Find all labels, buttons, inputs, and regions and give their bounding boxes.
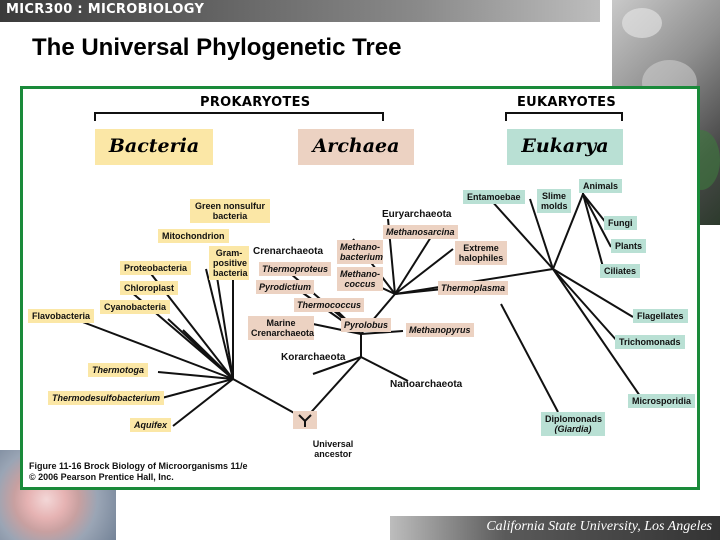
figure-caption: Figure 11-16 Brock Biology of Microorgan… — [29, 461, 248, 483]
tree-branches — [79, 112, 641, 429]
label-ciliates: Ciliates — [600, 264, 641, 278]
label-nanoarchaeota: Nanoarchaeota — [390, 379, 463, 390]
label-entamoebae: Entamoebae — [463, 190, 525, 204]
label-thermococcus: Thermococcus — [294, 298, 365, 312]
label-thermoproteus: Thermoproteus — [259, 262, 332, 276]
label-aquifex: Aquifex — [130, 418, 172, 432]
domain-eukarya: Eukarya — [507, 129, 623, 165]
slide-title: The Universal Phylogenetic Tree — [32, 34, 402, 61]
label-diplomonads-name: Diplomonads — [545, 414, 603, 424]
course-header-bar: MICR300 : MICROBIOLOGY — [0, 0, 600, 22]
label-crenarchaeota: Crenarchaeota — [253, 246, 324, 257]
label-proteobacteria: Proteobacteria — [120, 261, 192, 275]
domain-bacteria: Bacteria — [95, 129, 213, 165]
domain-archaea: Archaea — [298, 129, 414, 165]
label-diplomonads: Diplomonads (Giardia) — [541, 412, 605, 436]
label-gram-positive-bacteria: Gram- positive bacteria — [209, 246, 249, 280]
label-plants: Plants — [611, 239, 647, 253]
label-slime-molds: Slime molds — [537, 189, 571, 213]
eukaryotes-header: EUKARYOTES — [517, 95, 616, 110]
label-giardia: (Giardia) — [554, 424, 592, 434]
label-flagellates: Flagellates — [633, 309, 688, 323]
label-chloroplast: Chloroplast — [120, 281, 179, 295]
label-methanopyrus: Methanopyrus — [406, 323, 474, 337]
label-methanococcus: Methano- coccus — [337, 267, 383, 291]
label-green-nonsulfur-bacteria: Green nonsulfur bacteria — [190, 199, 270, 223]
phylogenetic-tree-figure: PROKARYOTES EUKARYOTES Bacteria Archaea … — [20, 86, 700, 490]
label-flavobacteria: Flavobacteria — [28, 309, 95, 323]
caption-line-2: © 2006 Pearson Prentice Hall, Inc. — [29, 472, 174, 482]
label-marine-crenarchaeota: Marine Crenarchaeota — [248, 316, 314, 340]
course-title: MICR300 : MICROBIOLOGY — [6, 2, 205, 17]
university-name: California State University, Los Angeles — [486, 519, 712, 534]
prokaryotes-header: PROKARYOTES — [200, 95, 311, 110]
label-methanosarcina: Methanosarcina — [383, 225, 458, 239]
label-thermodesulfobacterium: Thermodesulfobacterium — [48, 391, 165, 405]
label-fungi: Fungi — [604, 216, 637, 230]
label-animals: Animals — [579, 179, 623, 193]
label-pyrodictium: Pyrodictium — [256, 280, 315, 294]
label-korarchaeota: Korarchaeota — [281, 352, 346, 363]
label-pyrolobus: Pyrolobus — [341, 318, 392, 332]
label-cyanobacteria: Cyanobacteria — [100, 300, 171, 314]
label-extreme-halophiles: Extreme halophiles — [455, 241, 507, 265]
caption-line-1: Figure 11-16 Brock Biology of Microorgan… — [29, 461, 248, 471]
label-mitochondrion: Mitochondrion — [158, 229, 229, 243]
label-universal-ancestor: Universal ancestor — [312, 439, 354, 459]
footer-bar: California State University, Los Angeles — [390, 516, 720, 540]
label-microsporidia: Microsporidia — [628, 394, 696, 408]
label-euryarchaeota: Euryarchaeota — [382, 209, 452, 220]
label-trichomonads: Trichomonads — [615, 335, 685, 349]
label-methanobacterium: Methano- bacterium — [337, 240, 383, 264]
label-thermotoga: Thermotoga — [88, 363, 149, 377]
label-thermoplasma: Thermoplasma — [438, 281, 509, 295]
